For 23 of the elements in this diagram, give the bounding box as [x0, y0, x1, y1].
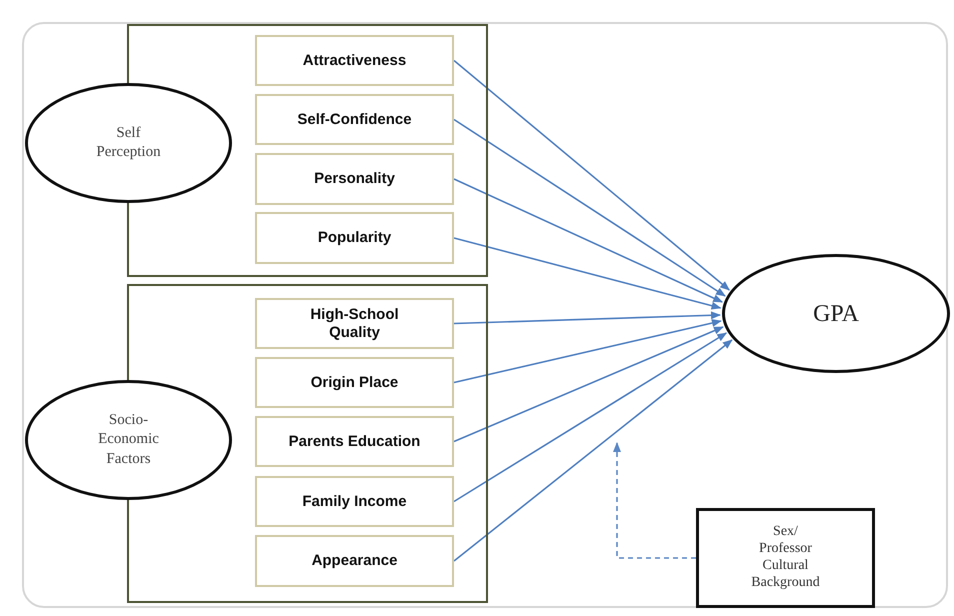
moderator-box: Sex/ Professor Cultural Background [696, 508, 875, 608]
factor-box: High-School Quality [255, 298, 454, 349]
arrow [454, 118, 726, 297]
factor-box: Origin Place [255, 357, 454, 408]
factor-box: Self-Confidence [255, 94, 454, 145]
factor-box: Attractiveness [255, 35, 454, 86]
arrow [454, 237, 722, 310]
arrow [613, 442, 696, 559]
construct-ellipse: Socio-Economic Factors [25, 380, 232, 500]
factor-box: Popularity [255, 212, 454, 264]
factor-box: Appearance [255, 535, 454, 587]
arrow [454, 332, 728, 502]
factor-box: Family Income [255, 476, 454, 527]
arrow [454, 178, 724, 303]
arrow [454, 326, 724, 442]
factor-box: Parents Education [255, 416, 454, 467]
arrow [454, 339, 733, 562]
factor-box: Personality [255, 153, 454, 205]
arrow [454, 311, 722, 324]
arrow [453, 60, 730, 291]
outcome-ellipse: GPA [722, 254, 950, 373]
construct-ellipse: Self Perception [25, 83, 232, 203]
arrow [454, 319, 722, 384]
